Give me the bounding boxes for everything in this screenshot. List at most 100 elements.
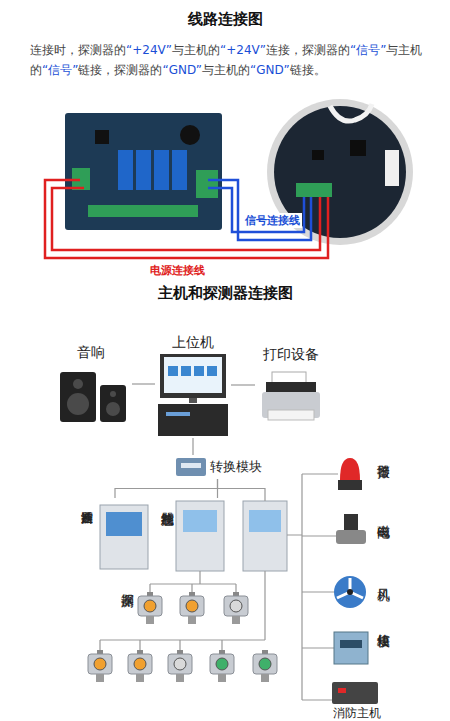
controller-node: 总线控制器 [158, 498, 228, 574]
connector-line [132, 383, 155, 384]
connector-line [192, 438, 193, 455]
text-run: 链接。 [290, 63, 326, 77]
speaker-body [100, 385, 126, 422]
screen-tile [207, 366, 217, 376]
alarm-base [338, 480, 362, 490]
text-run: “+24V” [220, 43, 266, 57]
speaker-woofer [67, 393, 89, 415]
gas-detector [253, 650, 277, 682]
controller-node: 八通道控制器 [78, 498, 152, 574]
section-title: 主机和探测器连接图 [0, 284, 450, 303]
terminal-block [296, 183, 332, 197]
page-title: 线路连接图 [0, 10, 450, 29]
wire-label: 信号连接线 [243, 213, 302, 228]
monitor-screen [164, 357, 222, 393]
relay [172, 150, 187, 190]
gas-detector [168, 650, 192, 682]
text-run: 连接时，探测器的 [30, 43, 126, 57]
instruction-note: 连接时，探测器的“+24V”与主机的“+24V”连接，探测器的“信号”与主机的“… [30, 40, 425, 80]
host-board [65, 113, 222, 230]
pc-led [166, 412, 190, 416]
terminal-block [196, 170, 218, 198]
fire-host [332, 682, 378, 704]
gas-detector [210, 650, 234, 682]
screen-tile [194, 366, 204, 376]
speaker-tweeter [110, 391, 116, 397]
fan-hub [347, 589, 353, 595]
alarm-dome [340, 458, 360, 480]
cable [330, 104, 372, 121]
printer-tray [268, 410, 314, 420]
connector-line [217, 479, 218, 498]
node-label: 消防主机 [322, 705, 392, 721]
converter-icon [176, 458, 206, 476]
monitor [160, 354, 226, 398]
controller-screen [183, 510, 217, 532]
text-run: 与主机的 [172, 43, 220, 57]
fan-blades [337, 578, 363, 598]
monitor-stand [189, 398, 197, 403]
buzzer [180, 125, 200, 145]
text-run: “+24V” [126, 43, 172, 57]
speaker-body [60, 372, 96, 422]
sms-module [334, 632, 368, 664]
valve-node: 电磁阀 [330, 510, 392, 560]
controller-screen [106, 512, 142, 536]
text-run: “GND” [250, 63, 290, 77]
node-label: 转换模块 [210, 458, 262, 476]
converter-slot [181, 463, 201, 468]
relay [136, 150, 151, 190]
printer-node: 打印设备 [255, 346, 327, 424]
valve-coil [344, 514, 358, 530]
gas-detector [138, 592, 162, 624]
computer-node: 上位机 [155, 334, 231, 438]
node-label: 上位机 [155, 334, 231, 352]
bus-line [100, 571, 265, 650]
node-label: 音响 [50, 344, 132, 362]
controller-screen [249, 510, 281, 532]
fire-host-light [338, 688, 346, 693]
chip [350, 140, 366, 156]
text-run: 链接，探测器的 [78, 63, 162, 77]
pc-tower [158, 404, 228, 436]
bus-line [218, 489, 266, 502]
wire-label: 电源连接线 [150, 263, 205, 278]
fan-node: 风机 [330, 572, 392, 614]
screen-tile [168, 366, 178, 376]
signal-wire [208, 180, 311, 240]
node-label: 打印设备 [255, 346, 327, 364]
sms-display [340, 640, 362, 648]
connector-line [115, 479, 218, 498]
controller-panel [243, 501, 287, 571]
power-wire [45, 180, 328, 258]
controller-panel [100, 505, 148, 569]
bus-line [150, 571, 236, 592]
text-run: 连接，探测器的 [266, 43, 350, 57]
alarm-node: 报警器 [330, 452, 392, 498]
signal-wire [208, 188, 304, 232]
connector [385, 150, 399, 186]
gas-detector [180, 592, 204, 624]
text-run: “GND” [162, 63, 202, 77]
chip [95, 130, 109, 144]
controller-panel [176, 501, 224, 571]
fan-housing [334, 576, 366, 608]
relay [154, 150, 169, 190]
gas-detector [128, 650, 152, 682]
text-run: “信号” [350, 43, 386, 57]
bus-line [287, 474, 338, 700]
speaker-tweeter [73, 379, 83, 389]
text-run: “信号” [42, 63, 78, 77]
speaker-node: 音响 [50, 344, 132, 424]
terminal-strip [88, 205, 198, 217]
chip [312, 150, 324, 160]
fire-host-node: 消防主机 [322, 678, 392, 721]
relay [118, 150, 133, 190]
valve-body [336, 530, 366, 544]
screen-tile [181, 366, 191, 376]
gas-detector [88, 650, 112, 682]
text-run: 与主机的 [202, 63, 250, 77]
gas-detector [224, 592, 248, 624]
